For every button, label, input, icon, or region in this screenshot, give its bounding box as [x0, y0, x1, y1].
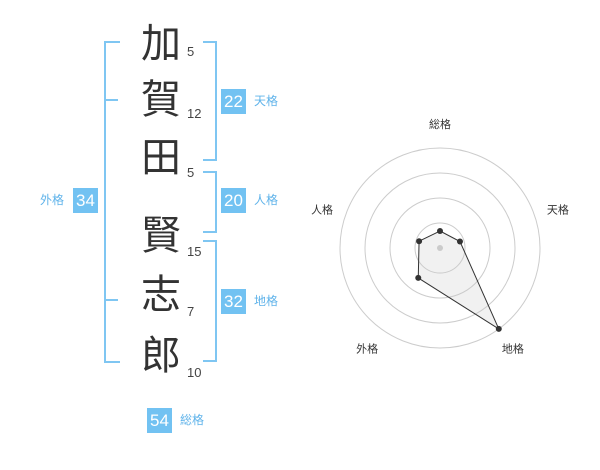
- stroke-count-4: 15: [187, 244, 202, 259]
- tenkaku-label: 天格: [254, 94, 279, 108]
- name-char-2: 賀: [141, 77, 181, 123]
- radar-center: [437, 245, 443, 251]
- radar-ring: [364, 172, 516, 324]
- chikaku-bracket: [203, 240, 217, 362]
- radar-point-1: [437, 228, 443, 234]
- gaikaku-score: 34: [73, 188, 98, 213]
- name-char-4: 賢: [141, 213, 181, 259]
- bracket-tick: [104, 299, 118, 301]
- stroke-count-3: 5: [187, 165, 195, 180]
- radar-point-4: [415, 274, 422, 281]
- radar-axis-label: 地格: [502, 341, 524, 355]
- bracket-tick: [104, 99, 118, 101]
- radar-point-2: [456, 238, 463, 245]
- tenkaku-score: 22: [221, 89, 246, 114]
- name-char-1: 加: [141, 21, 181, 67]
- radar-ring: [339, 147, 541, 349]
- jinkaku-score: 20: [221, 188, 246, 213]
- stroke-count-6: 10: [187, 365, 202, 380]
- radar-point-3: [495, 325, 502, 332]
- name-char-3: 田: [141, 135, 181, 181]
- soukaku-score: 54: [147, 408, 172, 433]
- radar-point-5: [416, 238, 423, 245]
- radar-ring: [389, 197, 491, 299]
- radar-series-area: [417, 230, 500, 331]
- soukaku-label: 総格: [180, 413, 205, 427]
- radar-axis-label: 外格: [356, 341, 378, 355]
- radar-axis-label: 総格: [429, 117, 451, 131]
- radar-ring: [414, 222, 466, 274]
- chikaku-label: 地格: [254, 294, 279, 308]
- chikaku-score: 32: [221, 289, 246, 314]
- name-char-6: 郎: [141, 333, 181, 379]
- gaikaku-label: 外格: [40, 193, 65, 207]
- radar-axis-label: 天格: [547, 203, 569, 217]
- name-char-5: 志: [141, 272, 181, 318]
- jinkaku-label: 人格: [254, 193, 279, 207]
- stroke-count-5: 7: [187, 304, 195, 319]
- tenkaku-bracket: [203, 41, 217, 161]
- stroke-count-1: 5: [187, 44, 195, 59]
- jinkaku-bracket: [203, 171, 217, 233]
- gaikaku-bracket: [104, 41, 120, 363]
- radar-axis-label: 人格: [311, 203, 333, 217]
- stroke-count-2: 12: [187, 106, 202, 121]
